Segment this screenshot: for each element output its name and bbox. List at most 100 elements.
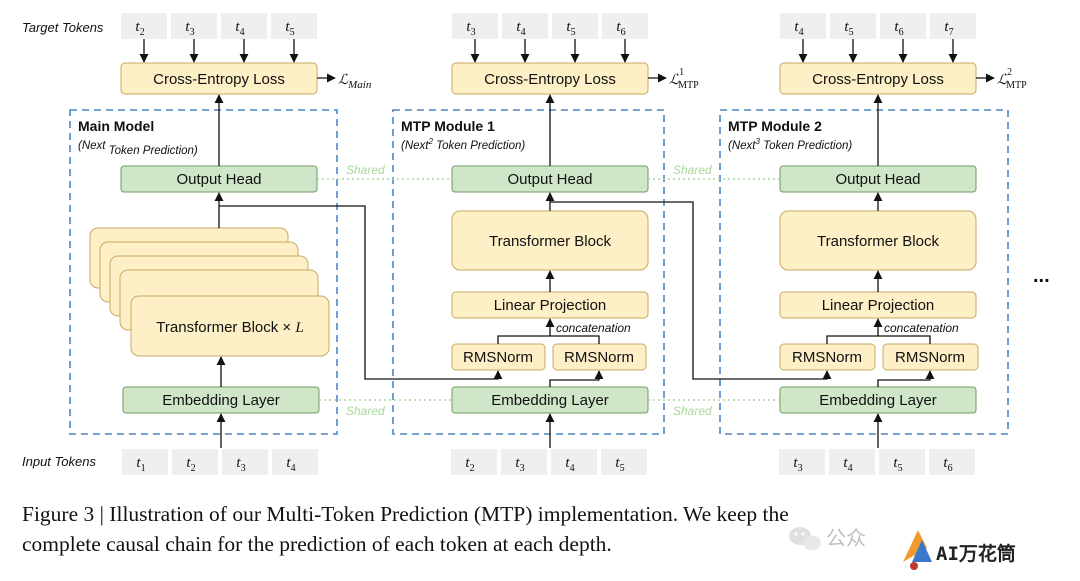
loss-symbol-main: ℒMain bbox=[338, 73, 372, 91]
target-token-cell bbox=[830, 13, 876, 39]
target-token-cell bbox=[780, 13, 826, 39]
shared-label-output-2: Shared bbox=[673, 163, 712, 177]
wechat-icon bbox=[789, 527, 821, 551]
input-token-cell bbox=[601, 449, 647, 475]
concatenation-label-mtp1: concatenation bbox=[556, 321, 631, 335]
input-token-cell bbox=[222, 449, 268, 475]
rmsnorm-mtp1-right-label: RMSNorm bbox=[564, 349, 634, 366]
target-token-cell bbox=[602, 13, 648, 39]
loss-box-mtp1-label: Cross-Entropy Loss bbox=[484, 71, 616, 88]
main-model-container bbox=[69, 109, 338, 435]
main-model-title: Main Model bbox=[78, 118, 154, 134]
linear-projection-mtp1-label: Linear Projection bbox=[494, 297, 607, 314]
target-token-cell bbox=[502, 13, 548, 39]
rmsnorm-mtp2-left-label: RMSNorm bbox=[792, 349, 862, 366]
target-token-label: t7 bbox=[944, 19, 953, 38]
transformer-block-main bbox=[130, 295, 330, 357]
input-token-label: t5 bbox=[615, 455, 624, 474]
input-token-label: t4 bbox=[843, 455, 852, 474]
loss-box-main-label: Cross-Entropy Loss bbox=[153, 71, 285, 88]
output-head-mtp1-label: Output Head bbox=[507, 171, 592, 188]
input-tokens-mtp1: t2 t3 t4 t5 bbox=[451, 449, 647, 475]
input-token-cell bbox=[879, 449, 925, 475]
mtp-module-1-subtitle: (Next2 Token Prediction) bbox=[401, 137, 525, 152]
target-token-label: t4 bbox=[516, 19, 525, 38]
loss-box-mtp2-label: Cross-Entropy Loss bbox=[812, 71, 944, 88]
input-token-cell bbox=[172, 449, 218, 475]
target-arrows bbox=[139, 39, 958, 63]
mtp-module-1-container bbox=[392, 109, 665, 435]
input-token-label: t1 bbox=[136, 455, 145, 474]
input-token-label: t2 bbox=[186, 455, 195, 474]
input-token-cell bbox=[451, 449, 497, 475]
input-token-cell bbox=[122, 449, 168, 475]
target-token-label: t6 bbox=[616, 19, 625, 38]
shared-label-embed-2: Shared bbox=[673, 404, 712, 418]
target-tokens-main: t2 t3 t4 t5 bbox=[121, 13, 317, 39]
target-token-label: t5 bbox=[566, 19, 575, 38]
target-token-label: t5 bbox=[285, 19, 294, 38]
input-token-label: t6 bbox=[943, 455, 952, 474]
input-token-label: t4 bbox=[286, 455, 295, 474]
input-tokens-mtp2: t3 t4 t5 t6 bbox=[779, 449, 975, 475]
target-tokens-mtp1: t3 t4 t5 t6 bbox=[452, 13, 648, 39]
target-token-cell bbox=[171, 13, 217, 39]
input-token-label: t3 bbox=[793, 455, 802, 474]
target-token-cell bbox=[452, 13, 498, 39]
target-token-cell bbox=[221, 13, 267, 39]
mtp-module-1-title: MTP Module 1 bbox=[401, 118, 495, 134]
target-token-label: t5 bbox=[844, 19, 853, 38]
target-token-cell bbox=[552, 13, 598, 39]
input-token-label: t5 bbox=[893, 455, 902, 474]
target-token-label: t4 bbox=[794, 19, 803, 38]
target-token-label: t3 bbox=[185, 19, 194, 38]
shared-label-embed-1: Shared bbox=[346, 404, 385, 418]
input-token-label: t4 bbox=[565, 455, 574, 474]
output-head-main-label: Output Head bbox=[176, 171, 261, 188]
embedding-mtp1-label: Embedding Layer bbox=[491, 392, 609, 409]
linear-projection-mtp2-label: Linear Projection bbox=[822, 297, 935, 314]
target-tokens-label: Target Tokens bbox=[22, 20, 104, 35]
concatenation-label-mtp2: concatenation bbox=[884, 321, 959, 335]
target-token-label: t4 bbox=[235, 19, 244, 38]
input-token-cell bbox=[779, 449, 825, 475]
input-token-label: t3 bbox=[236, 455, 245, 474]
target-token-label: t6 bbox=[894, 19, 903, 38]
transformer-block-mtp1-label: Transformer Block bbox=[489, 233, 611, 250]
input-token-cell bbox=[501, 449, 547, 475]
logo-icon bbox=[903, 530, 932, 570]
target-tokens-mtp2: t4 t5 t6 t7 bbox=[780, 13, 976, 39]
watermark-text: 公众 bbox=[826, 527, 866, 550]
target-token-cell bbox=[121, 13, 167, 39]
embedding-main-label: Embedding Layer bbox=[162, 392, 280, 409]
caption-line-1: Figure 3 | Illustration of our Multi-Tok… bbox=[22, 502, 789, 526]
target-token-label: t2 bbox=[135, 19, 144, 38]
rmsnorm-mtp2-right-label: RMSNorm bbox=[895, 349, 965, 366]
input-token-cell bbox=[829, 449, 875, 475]
caption-line-2: complete causal chain for the prediction… bbox=[22, 532, 612, 556]
mtp-module-2-subtitle: (Next3 Token Prediction) bbox=[728, 137, 852, 152]
embedding-mtp2-label: Embedding Layer bbox=[819, 392, 937, 409]
input-token-cell bbox=[551, 449, 597, 475]
input-token-label: t2 bbox=[465, 455, 474, 474]
input-token-label: t3 bbox=[515, 455, 524, 474]
rmsnorm-mtp1-left-label: RMSNorm bbox=[463, 349, 533, 366]
target-token-cell bbox=[880, 13, 926, 39]
transformer-block-mtp2-label: Transformer Block bbox=[817, 233, 939, 250]
input-tokens-label: Input Tokens bbox=[22, 454, 96, 469]
ellipsis: ... bbox=[1033, 265, 1050, 287]
main-model-subtitle: (Next Token Prediction) bbox=[78, 140, 198, 157]
mtp-module-2-container bbox=[719, 109, 1009, 435]
input-token-cell bbox=[929, 449, 975, 475]
mtp-module-2-title: MTP Module 2 bbox=[728, 118, 822, 134]
logo-text: AI万花筒 bbox=[936, 542, 1016, 565]
output-head-mtp2-label: Output Head bbox=[835, 171, 920, 188]
transformer-block-main-label: Transformer Block × L bbox=[156, 319, 303, 336]
shared-label-output-1: Shared bbox=[346, 163, 385, 177]
target-token-label: t3 bbox=[466, 19, 475, 38]
target-token-cell bbox=[271, 13, 317, 39]
input-token-cell bbox=[272, 449, 318, 475]
target-token-cell bbox=[930, 13, 976, 39]
